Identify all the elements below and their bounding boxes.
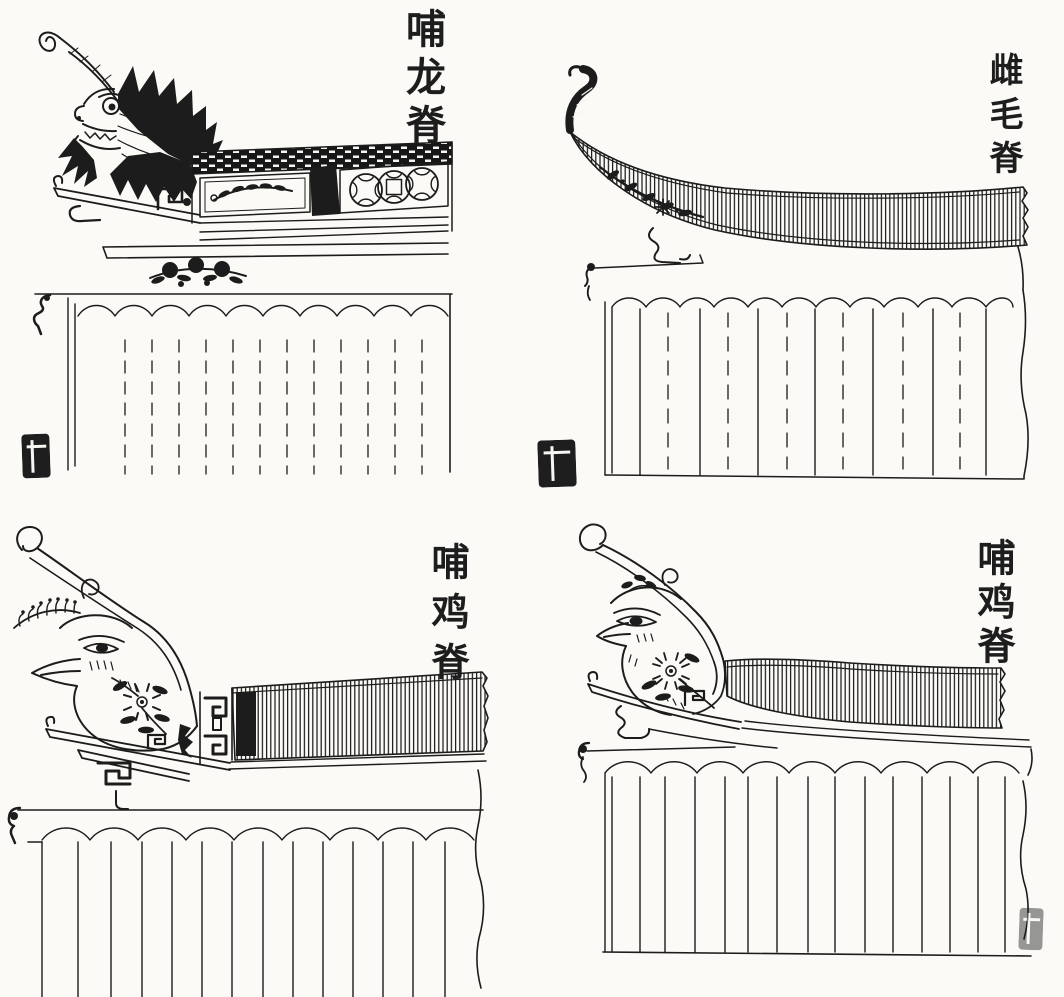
rooster-ridge-illustration bbox=[7, 526, 489, 997]
seal-stamp-icon bbox=[21, 433, 51, 479]
ridge-label-bottom-right: 哺鸡脊 bbox=[971, 538, 1015, 670]
rooster-ridge-illustration bbox=[577, 523, 1033, 957]
seal-stamp-icon bbox=[1018, 907, 1044, 951]
ridge-label-bottom-left: 哺鸡脊 bbox=[425, 542, 469, 692]
ridge-label-top-right: 雌毛脊 bbox=[983, 52, 1023, 184]
dragon-ridge-illustration bbox=[32, 31, 453, 475]
seal-stamp-icon bbox=[537, 439, 577, 488]
ridge-label-top-left: 哺龙脊 bbox=[399, 8, 445, 152]
whisker-ridge-illustration bbox=[565, 65, 1029, 480]
